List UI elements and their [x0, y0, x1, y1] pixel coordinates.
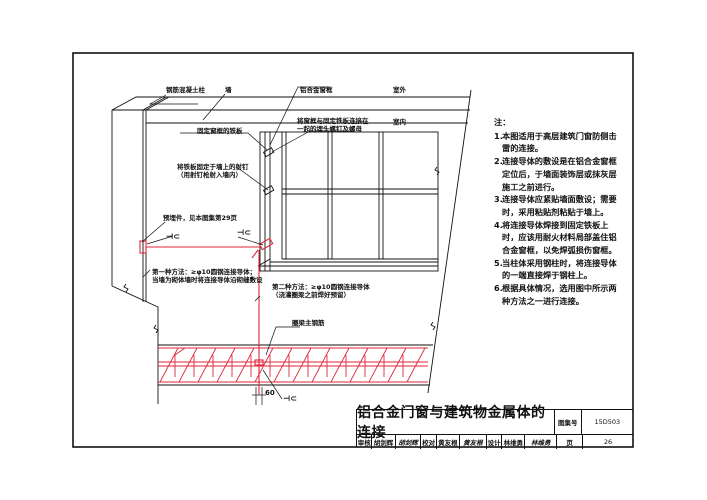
label-bolt-line2: 一起的埋头螺钉及螺母 — [297, 125, 362, 134]
atlas-number: 15D503 — [580, 410, 633, 434]
note-text: 将连接导体焊接到固定铁板上时，应该用耐火材料局部盖住铝合金窗框，以免焊弧损伤窗框… — [502, 219, 617, 256]
note-number: 5. — [494, 257, 503, 268]
note-number: 3. — [494, 194, 503, 205]
label-rc-column: 钢筋混凝土柱 — [166, 86, 205, 94]
label-fix-plate: 固定窗框的铁板 — [197, 127, 243, 135]
label-embedded: 预埋件，见本图集第29页 — [163, 214, 238, 222]
check-signature: 黄友根 — [458, 435, 486, 449]
review-name: 胡剑辉 — [371, 435, 394, 449]
note-text: 本图适用于高层建筑门窗防侧击雷的连接。 — [502, 130, 617, 154]
label-alu-frame: 铝合金窗框 — [300, 86, 333, 94]
label-method2: 第二种方法：≥φ10圆钢连接导体 （浇灌圈梁之前焊好预留） — [272, 283, 370, 299]
connection-conductor — [139, 237, 274, 395]
note-text: 根据具体情况，选用图中所示两种方法之一进行连接。 — [502, 283, 617, 306]
dimension-60: 60 — [265, 389, 275, 397]
label-nail: 将铁板固定于墙上的射钉 （用射钉枪射入墙内） — [177, 163, 249, 179]
title-block-row-2: 审核 胡剑辉 胡剑辉 校对 黄友根 黄友根 设计 林维勇 林维勇 页 26 — [357, 434, 633, 449]
review-signature: 胡剑辉 — [394, 435, 421, 449]
label-outdoor: 室外 — [393, 86, 406, 94]
note-number: 6. — [494, 283, 503, 294]
notes-panel: 注： 1.本图适用于高层建筑门窗防侧击雷的连接。 2.连接导体的敷设是在铝合金窗… — [494, 116, 624, 308]
design-name: 林维勇 — [501, 435, 524, 449]
building-section — [111, 89, 472, 404]
label-method1-line1: 第一种方法：≥φ10圆钢连接导体； — [152, 268, 257, 276]
note-item: 2.连接导体的敷设是在铝合金窗框定位后，于墙面装饰层或抹灰层施工之前进行。 — [494, 155, 624, 193]
note-item: 3.连接导体应紧贴墙面敷设；需要时，采用粘贴剂粘贴于墙上。 — [494, 193, 624, 218]
note-number: 2. — [494, 156, 503, 167]
note-item: 6.根据具体情况，选用图中所示两种方法之一进行连接。 — [494, 282, 624, 307]
note-item: 1.本图适用于高层建筑门窗防侧击雷的连接。 — [494, 130, 624, 155]
label-wall: 墙 — [225, 86, 232, 94]
label-method2-line2: （浇灌圈梁之前焊好预留） — [272, 291, 350, 300]
note-item: 4.将连接导体焊接到固定铁板上时，应该用耐火材料局部盖住铝合金窗框，以免焊弧损伤… — [494, 219, 624, 257]
note-number: 4. — [494, 219, 503, 230]
label-ring-beam-rebar: 圈梁主钢筋 — [292, 319, 325, 327]
design-label: 设计 — [485, 435, 501, 449]
drawing-title: 铝合金门窗与建筑物金属体的连接 — [357, 405, 546, 441]
atlas-label: 图集号 — [553, 410, 581, 434]
label-indoor: 室内 — [393, 118, 406, 126]
label-bolt: 将窗框与固定铁板连接在 一起的埋头螺钉及螺母 — [297, 117, 369, 133]
weld-symbol-3: ⊣⊂ — [283, 394, 298, 403]
weld-symbol-2: ⊣⊂ — [237, 228, 252, 237]
label-method2-line1: 第二种方法：≥φ10圆钢连接导体 — [272, 283, 370, 291]
note-text: 连接导体应紧贴墙面敷设；需要时，采用粘贴剂粘贴于墙上。 — [502, 194, 617, 217]
label-nail-line1: 将铁板固定于墙上的射钉 — [177, 163, 249, 171]
label-bolt-line1: 将窗框与固定铁板连接在 — [297, 117, 369, 125]
design-signature: 林维勇 — [524, 435, 556, 449]
note-item: 5.当柱体采用钢柱时，将连接导体的一端直接焊于钢柱上。 — [494, 257, 624, 282]
title-block-row-1: 铝合金门窗与建筑物金属体的连接 图集号 15D503 — [357, 405, 633, 441]
check-name: 黄友根 — [435, 435, 459, 449]
label-method1: 第一种方法：≥φ10圆钢连接导体； 当墙为砌体墙时将连接导体沿砌缝敷设 — [152, 268, 263, 284]
note-number: 1. — [494, 130, 503, 141]
review-label: 审核 — [357, 439, 371, 447]
page-number: 26 — [582, 435, 633, 449]
leader-lines — [141, 86, 355, 405]
page-label: 页 — [556, 435, 582, 449]
label-nail-line2: （用射钉枪射入墙内） — [177, 171, 242, 180]
note-text: 当柱体采用钢柱时，将连接导体的一端直接焊于钢柱上。 — [502, 257, 617, 281]
check-label: 校对 — [420, 435, 435, 449]
ring-beam-rebar — [158, 347, 428, 383]
note-text: 连接导体的敷设是在铝合金窗框定位后，于墙面装饰层或抹灰层施工之前进行。 — [502, 156, 617, 192]
notes-heading: 注： — [494, 117, 511, 127]
weld-symbol-1: ⊣⊂ — [166, 232, 181, 241]
title-block: 铝合金门窗与建筑物金属体的连接 图集号 15D503 审核 胡剑辉 胡剑辉 校对… — [356, 405, 633, 449]
sheet-border — [72, 52, 634, 448]
label-method1-line2: 当墙为砌体墙时将连接导体沿砌缝敷设 — [152, 276, 263, 285]
